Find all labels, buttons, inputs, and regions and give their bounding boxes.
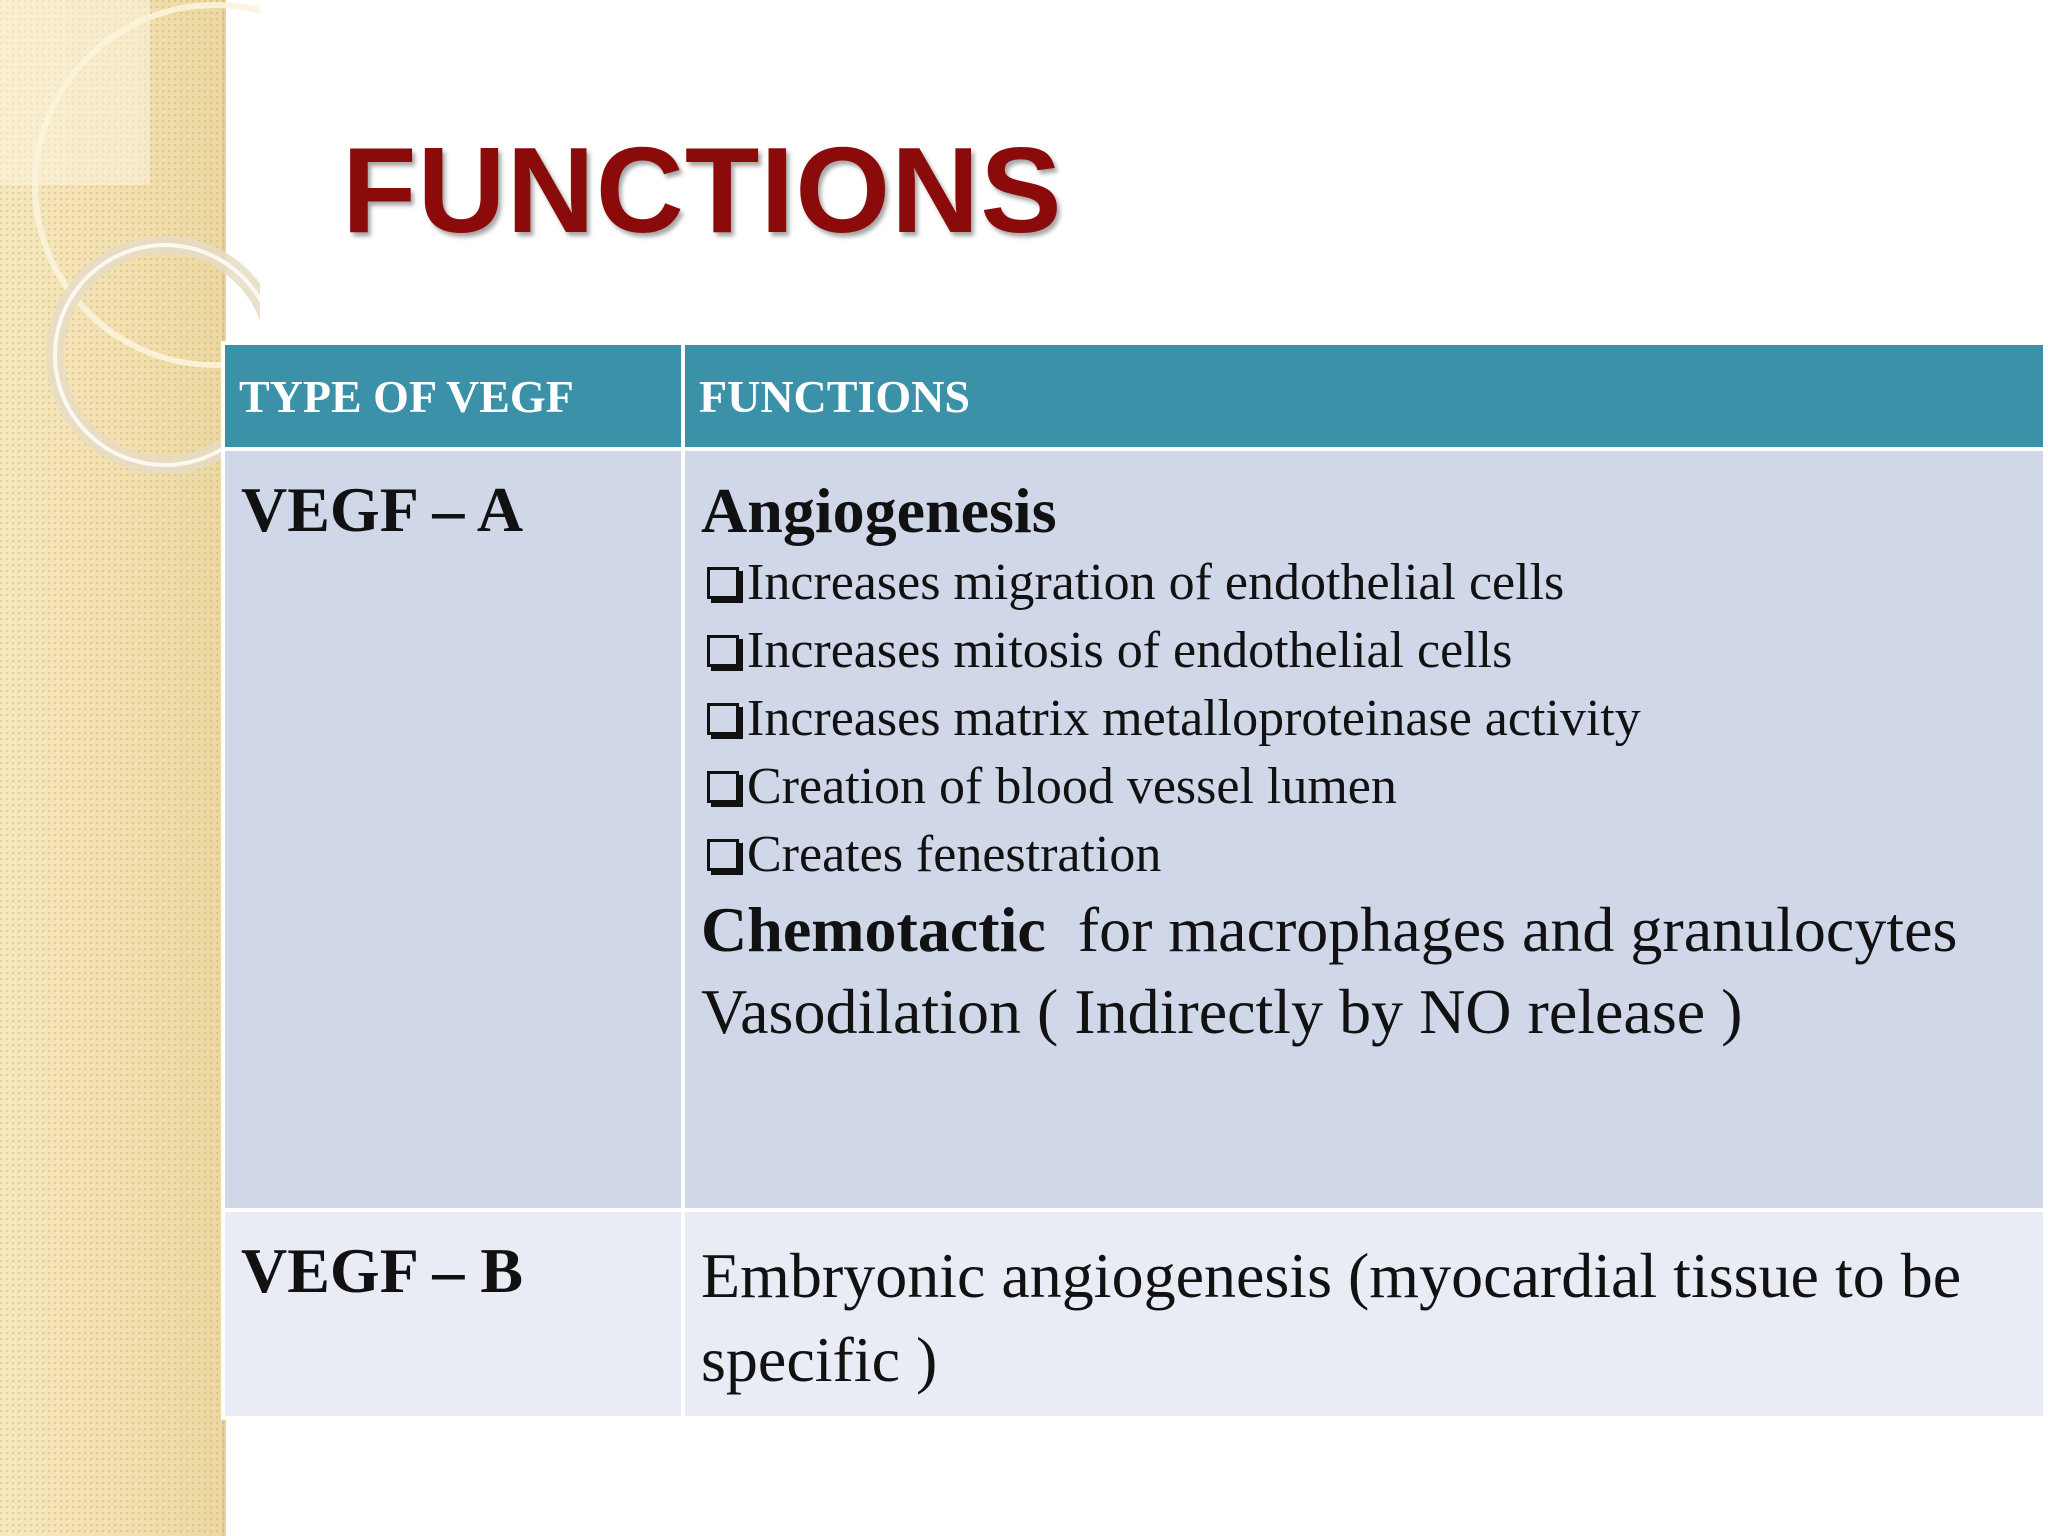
bullet-text: Increases matrix metalloproteinase activ… — [747, 690, 1641, 747]
bullet-item: Creation of blood vessel lumen — [701, 753, 2033, 821]
angiogenesis-bullet-list: Increases migration of endothelial cells… — [701, 549, 2033, 889]
bullet-text: Increases mitosis of endothelial cells — [747, 622, 1513, 679]
bullet-item: Increases matrix metalloproteinase activ… — [701, 685, 2033, 753]
decorative-ring-small-highlight — [53, 243, 260, 467]
table-row-vegf-a: VEGF – A Angiogenesis Increases migratio… — [221, 447, 2047, 1212]
table-row-vegf-b: VEGF – B Embryonic angiogenesis (myocard… — [221, 1208, 2047, 1420]
decorative-ring-large — [32, 2, 260, 368]
angiogenesis-heading: Angiogenesis — [701, 475, 1057, 546]
vegf-b-functions-cell: Embryonic angiogenesis (myocardial tissu… — [681, 1208, 2047, 1420]
checkbox-square-icon — [707, 635, 739, 667]
vasodilation-line: Vasodilation ( Indirectly by NO release … — [701, 976, 1743, 1047]
vegf-b-type-cell: VEGF – B — [221, 1208, 685, 1420]
bullet-text: Increases migration of endothelial cells — [747, 554, 1565, 611]
table-header-row: TYPE OF VEGF FUNCTIONS — [221, 341, 2047, 451]
bullet-text: Creates fenestration — [747, 826, 1162, 883]
checkbox-square-icon — [707, 703, 739, 735]
header-type-of-vegf: TYPE OF VEGF — [221, 341, 685, 451]
checkbox-square-icon — [707, 567, 739, 599]
checkbox-square-icon — [707, 771, 739, 803]
vegf-a-functions-cell: Angiogenesis Increases migration of endo… — [681, 447, 2047, 1212]
header-functions: FUNCTIONS — [681, 341, 2047, 451]
vegf-b-function-text: Embryonic angiogenesis (myocardial tissu… — [701, 1240, 1962, 1395]
bullet-item: Increases migration of endothelial cells — [701, 549, 2033, 617]
chemotactic-line: Chemotactic for macrophages and granuloc… — [701, 889, 2033, 971]
chemotactic-bold-text: Chemotactic — [701, 894, 1046, 965]
bullet-item: Creates fenestration — [701, 821, 2033, 889]
bullet-text: Creation of blood vessel lumen — [747, 758, 1397, 815]
decorative-rings — [0, 0, 260, 474]
chemotactic-rest-text: for macrophages and granulocytes — [1045, 894, 1958, 965]
checkbox-square-icon — [707, 839, 739, 871]
slide-title: FUNCTIONS — [342, 122, 1063, 258]
vegf-a-type-cell: VEGF – A — [221, 447, 685, 1212]
vegf-functions-table: TYPE OF VEGF FUNCTIONS VEGF – A Angiogen… — [221, 341, 2047, 1420]
bullet-item: Increases mitosis of endothelial cells — [701, 617, 2033, 685]
